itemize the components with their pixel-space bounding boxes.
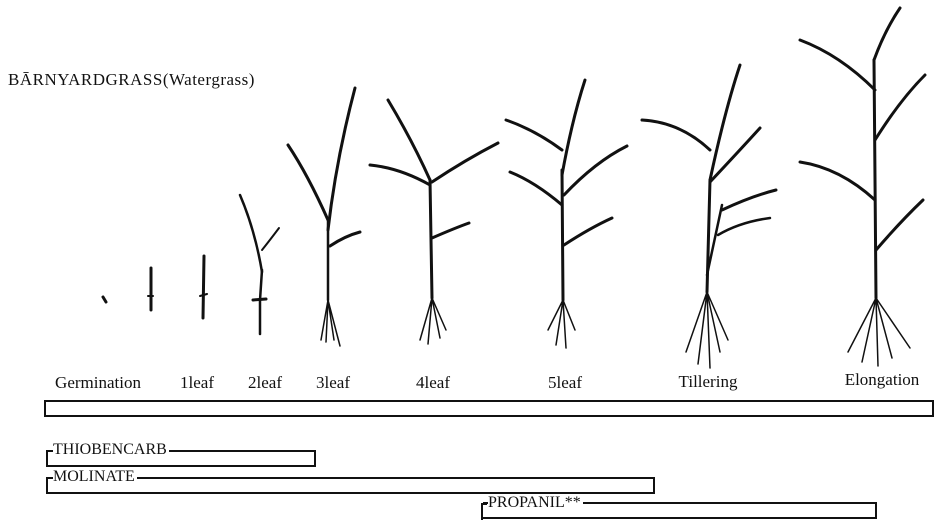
stage-label-germination: Germination	[55, 373, 141, 393]
plant-3leaf	[288, 88, 360, 346]
plant-1leaf	[200, 256, 207, 318]
propanil-label: PROPANIL**	[488, 494, 583, 511]
stage-label-elongation: Elongation	[845, 370, 920, 390]
molinate-label: MOLINATE	[53, 468, 137, 485]
stage-label-2leaf: 2leaf	[248, 373, 282, 393]
plant-4leaf	[370, 100, 498, 344]
stage-label-5leaf: 5leaf	[548, 373, 582, 393]
plant-tillering	[642, 65, 776, 368]
plant-growth-illustrations	[0, 0, 939, 400]
plant-sprout	[148, 268, 153, 310]
plant-5leaf	[506, 80, 627, 348]
stage-label-3leaf: 3leaf	[316, 373, 350, 393]
stage-label-1leaf: 1leaf	[180, 373, 214, 393]
plant-2leaf	[240, 195, 279, 334]
molinate-bar	[48, 477, 655, 494]
growth-timeline-bar	[44, 400, 934, 417]
stage-label-tillering: Tillering	[679, 372, 738, 392]
plant-germination	[103, 297, 106, 302]
plant-elongation	[800, 8, 925, 366]
thiobencarb-label: THIOBENCARB	[53, 441, 169, 458]
stage-label-4leaf: 4leaf	[416, 373, 450, 393]
